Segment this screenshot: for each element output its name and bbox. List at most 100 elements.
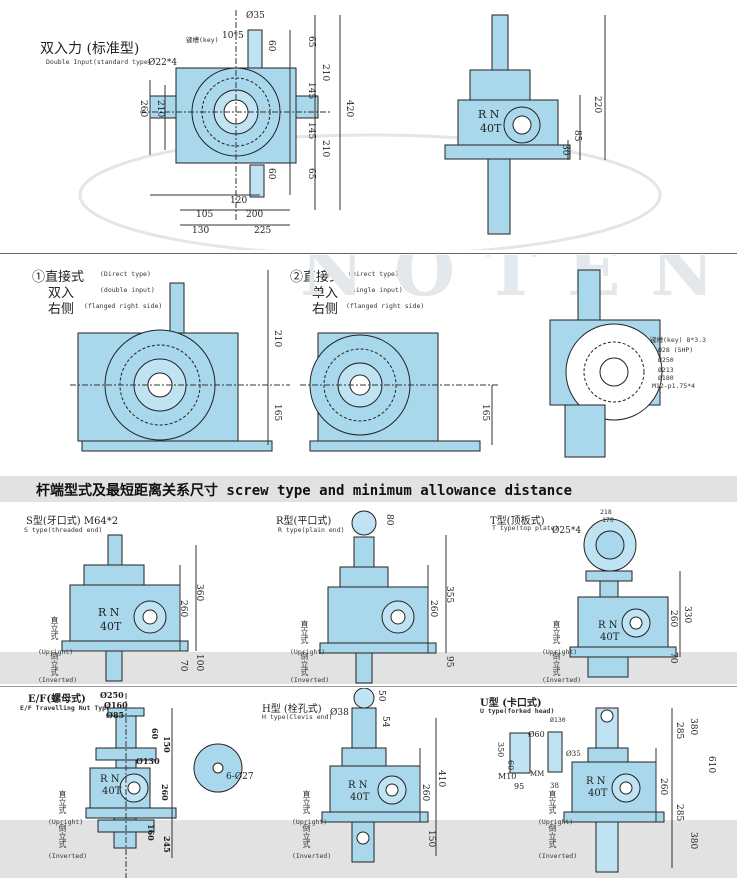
dim-165-a: 165 xyxy=(272,404,282,422)
side-base xyxy=(444,144,571,160)
u-dim-285-top: 285 xyxy=(674,722,684,740)
type-t-bolts: Ø25*4 xyxy=(552,526,582,536)
type-h-body xyxy=(329,765,421,813)
row1-drawing xyxy=(61,510,681,684)
type-t-title: T型(顶板式) xyxy=(490,516,545,527)
side-flange-disc xyxy=(565,323,663,421)
dim-260-left: 260 xyxy=(138,100,148,118)
u-dim-60: Ø60 xyxy=(528,730,545,739)
side-nameplate-2: 40T xyxy=(480,122,502,135)
type-a-side: 右侧 xyxy=(48,302,75,317)
ef-dim-60: 60 xyxy=(150,728,160,740)
type-u-detail xyxy=(509,732,531,774)
ef-dim-85: Ø85 xyxy=(106,710,125,720)
u-dim-610: 610 xyxy=(706,756,716,774)
side-nameplate-1: R N xyxy=(478,108,500,121)
dim-210-bottom: 210 xyxy=(320,140,330,158)
h-inverted-en: (Inverted) xyxy=(292,852,332,860)
dim-130: 130 xyxy=(192,226,210,236)
u-inverted: 倒立式 xyxy=(548,824,557,848)
type-a-title: ①直接式 xyxy=(32,270,85,285)
bottom-screw xyxy=(249,164,265,198)
ef-dim-260: 260 xyxy=(160,784,170,801)
ef-dim-150: 150 xyxy=(162,736,172,753)
section3-title-bar: 杆端型式及最短距离关系尺寸 screw type and minimum all… xyxy=(0,476,737,502)
type-a-input: 双入 xyxy=(48,286,75,301)
flange-180: Ø180 xyxy=(658,374,674,382)
h-nameplate-1: R N xyxy=(348,780,368,791)
u-upright-en: (Upright) xyxy=(538,818,574,826)
h-nameplate-2: 40T xyxy=(350,792,370,803)
ef-inverted: 倒立式 xyxy=(58,824,67,848)
ef-dim-160: Ø160 xyxy=(104,700,128,710)
type-t-nameplate-1: R N xyxy=(598,620,618,631)
dim-225: 225 xyxy=(254,226,272,236)
type-a-input-en: (double input) xyxy=(100,286,155,294)
u-dim-mm: MM xyxy=(530,770,545,778)
side-screw-top xyxy=(491,14,509,76)
type-t-dim-70: 70 xyxy=(668,652,678,664)
h-inverted: 倒立式 xyxy=(302,824,311,848)
key-dim: 10*5 xyxy=(222,31,244,41)
type-t-title-en: T type(top plate) xyxy=(492,524,559,532)
u-dim-38: 38 xyxy=(550,782,559,790)
s-inverted-en: (Inverted) xyxy=(38,676,78,684)
ef-inverted-en: (Inverted) xyxy=(48,852,88,860)
u-dim-130: Ø130 xyxy=(550,716,566,724)
ef-nameplate-2: 40T xyxy=(102,786,122,797)
h-upright: 直立式 xyxy=(302,790,311,814)
type-b-side: 右侧 xyxy=(312,302,339,317)
section1-title-en: Double Input(standard type) xyxy=(46,58,152,66)
dim-60-bottom: 60 xyxy=(266,168,276,180)
flange-250: Ø250 xyxy=(658,356,674,364)
type-r-dim-260: 260 xyxy=(428,600,438,618)
type-s-title-en: S type(threaded end) xyxy=(24,526,103,534)
u-inverted-en: (Inverted) xyxy=(538,852,578,860)
side-screw-bottom xyxy=(487,158,511,235)
type-u-title: U型 (卡口式) xyxy=(480,698,542,709)
flange-213: Ø213 xyxy=(658,366,674,374)
dim-65-bottom: 65 xyxy=(306,168,316,180)
r-inverted-en: (Inverted) xyxy=(290,676,330,684)
ef-upright-en: (Upright) xyxy=(48,818,84,826)
type-t-dim-170: 170 xyxy=(602,516,614,524)
section2-drawing: NOTEN xyxy=(70,255,737,458)
flange-28: Ø28 (SHP) xyxy=(658,346,694,354)
type-s-dim-100: 100 xyxy=(194,654,204,672)
side-top-cap xyxy=(469,69,531,101)
ef-dim-130: Ø130 xyxy=(136,756,160,766)
u-dim-350: 350 xyxy=(496,742,505,758)
watermark-ring xyxy=(78,133,662,250)
watermark: NOTEN xyxy=(300,255,737,312)
u-dim-m10: M10 xyxy=(498,772,517,781)
s-upright: 直立式 xyxy=(50,616,59,640)
u-dim-260: 260 xyxy=(658,778,668,796)
row2-drawing xyxy=(85,688,673,878)
t-inverted-en: (Inverted) xyxy=(542,676,582,684)
dim-210-left: 210 xyxy=(155,100,165,118)
shaft-diameter: Ø35 xyxy=(246,11,265,21)
type-s-title: S型(牙口式) M64*2 xyxy=(26,516,119,527)
u-dim-380-top: 380 xyxy=(688,718,698,736)
type-r-title: R型(平口式) xyxy=(276,516,332,527)
type-r-dim-95: 95 xyxy=(444,656,454,668)
type-t-dim-260: 260 xyxy=(668,610,678,628)
u-nameplate-1: R N xyxy=(586,776,606,787)
type-s-dim-260: 260 xyxy=(178,600,188,618)
ef-nameplate-1: R N xyxy=(100,774,120,785)
type-u-title-en: U type(forked head) xyxy=(480,707,555,715)
dim-210-a: 210 xyxy=(272,330,282,348)
type-t-nameplate-2: 40T xyxy=(600,632,620,643)
type-ef-title: E/F(螺母式) xyxy=(28,694,86,705)
side-dim-30: 30 xyxy=(560,144,570,156)
key-label: 键槽(key) xyxy=(186,36,219,44)
type-b-title-en: (Direct type) xyxy=(348,270,399,278)
dim-65-top: 65 xyxy=(306,36,316,48)
dim-210-top: 210 xyxy=(320,64,330,82)
type-s-nameplate-1: R N xyxy=(98,606,120,619)
type-r-dim-80: 80 xyxy=(384,514,394,526)
u-dim-380-bottom: 380 xyxy=(688,832,698,850)
type-s-dim-70: 70 xyxy=(178,660,188,672)
type-b-input-en: (single input) xyxy=(348,286,403,294)
